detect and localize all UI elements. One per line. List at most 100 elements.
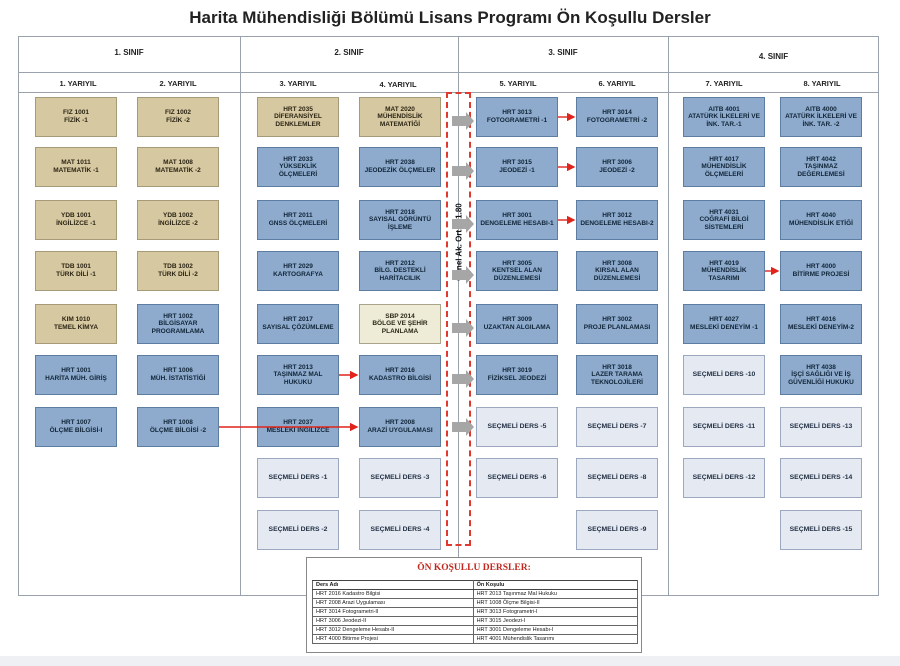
gpa-gate-arrow <box>452 418 474 436</box>
course-code: HRT 4031 <box>709 208 739 216</box>
course-name: MESLEKİ İNGİLİZCE <box>266 427 330 434</box>
yariyil-5-label: 5. YARIYIL <box>499 79 537 88</box>
course-code: HRT 2037 <box>283 419 313 427</box>
course-name: FİZİK -1 <box>64 117 88 124</box>
course-code: AITB 4001 <box>708 105 740 113</box>
yariyil-1-label: 1. YARIYIL <box>59 79 97 88</box>
course-code: HRT 3018 <box>602 363 632 371</box>
course-name: MÜHENDİSLİK <box>701 163 747 171</box>
course-code: YDB 1001 <box>61 212 91 220</box>
course-name: SAYISAL ÇÖZÜMLEME <box>262 324 334 331</box>
course-code: SEÇMELİ DERS -3 <box>370 473 430 481</box>
course-name: SAYISAL GÖRÜNTÜ <box>368 216 432 224</box>
course-name: ARAZİ UYGULAMASI <box>367 427 433 434</box>
course-code: HRT 3015 <box>502 159 532 167</box>
course-name: MATEMATİK -2 <box>155 167 201 174</box>
course-code: HRT 3006 <box>602 159 632 167</box>
yariyil-7-label: 7. YARIYIL <box>705 79 743 88</box>
course-code: HRT 3019 <box>502 367 532 375</box>
course-code: MAT 2020 <box>385 105 415 113</box>
course-code: SEÇMELİ DERS -6 <box>487 473 547 481</box>
course-name: ATATÜRK İLKELERİ VE <box>688 113 760 121</box>
course-code: MAT 1011 <box>61 159 91 167</box>
course-code: SEÇMELİ DERS -11 <box>692 422 756 430</box>
course-code: SBP 2014 <box>385 312 415 320</box>
course-name: DENGELEME HESABI-2 <box>580 220 654 227</box>
course-name: TEKNOLOJİLERİ <box>590 378 643 386</box>
course-code: HRT 2038 <box>385 159 415 167</box>
sinif-3-label: 3. SINIF <box>548 48 578 57</box>
course-code: HRT 2035 <box>283 105 313 113</box>
course-code: FIZ 1001 <box>62 109 89 117</box>
legend-table: Ders Adı Ön Koşulu HRT 2016 Kadastro Bil… <box>312 580 639 644</box>
course-name: TAŞINMAZ MAL <box>273 371 323 379</box>
course-code: HRT 1007 <box>61 419 91 427</box>
course-name: ATATÜRK İLKELERİ VE <box>785 113 857 121</box>
course-code: HRT 2018 <box>385 208 415 216</box>
course-name: JEODEZİ -2 <box>599 167 635 174</box>
course-name: PLANLAMA <box>381 327 419 335</box>
course-code: HRT 4016 <box>806 316 836 324</box>
course-name: KIRSAL ALAN <box>595 267 639 275</box>
course-name: ÖLÇMELERİ <box>704 170 744 178</box>
course-name: MESLEKİ DENEYİM -1 <box>690 324 758 331</box>
course-name: MÜHENDİSLİK <box>701 267 747 275</box>
gpa-gate-arrow <box>452 162 474 180</box>
course-code: MAT 1008 <box>163 159 193 167</box>
course-name: DİFERANSİYEL <box>274 113 322 121</box>
course-code: HRT 4017 <box>709 155 739 163</box>
course-code: HRT 2008 <box>385 419 415 427</box>
course-name: İŞÇİ SAĞLIĞI VE İŞ <box>791 371 851 379</box>
course-code: HRT 4019 <box>709 259 739 267</box>
course-code: TDB 1002 <box>163 263 193 271</box>
gpa-gate-arrow <box>452 215 474 233</box>
course-name: FİZİK -2 <box>166 117 190 124</box>
course-name: ÖLÇME BİLGİSİ -2 <box>149 427 207 434</box>
legend-course-cell: HRT 3014 Fotogrametri-II <box>312 607 474 617</box>
course-name: BÖLGE VE ŞEHİR <box>372 320 428 328</box>
legend-prereq-cell: HRT 2013 Taşınmaz Mal Hukuku <box>472 589 639 599</box>
course-name: İNGİLİZCE -2 <box>158 220 198 227</box>
course-name: TAŞINMAZ <box>804 163 838 171</box>
course-name: MÜH. İSTATİSTİĞİ <box>150 375 206 382</box>
course-name: İŞLEME <box>387 223 413 231</box>
course-name: TASARIMI <box>708 274 740 282</box>
course-name: TÜRK DİLİ -2 <box>158 271 198 278</box>
legend-header-prereq: Ön Koşulu <box>472 580 639 590</box>
course-seçmeli̇-ders--14: SEÇMELİ DERS -14 <box>780 458 862 498</box>
legend-prereq-cell: HRT 3001 Dengeleme Hesabı-I <box>472 625 639 635</box>
course-seçmeli̇-ders--2: SEÇMELİ DERS -2 <box>257 510 339 550</box>
course-name: ÖLÇMELERİ <box>278 170 318 178</box>
gpa-gate-arrow <box>452 112 474 130</box>
course-name: MÜHENDİSLİK ETİĞİ <box>789 220 853 227</box>
course-seçmeli̇-ders--7: SEÇMELİ DERS -7 <box>576 407 658 447</box>
legend-prereq-cell: HRT 1008 Ölçme Bilgisi-II <box>472 598 639 608</box>
course-seçmeli̇-ders--6: SEÇMELİ DERS -6 <box>476 458 558 498</box>
sinif-4-label: 4. SINIF <box>758 52 789 61</box>
legend-course-cell: HRT 4000 Bitirme Projesi <box>312 634 474 644</box>
course-name: YÜKSEKLİK <box>279 163 317 171</box>
